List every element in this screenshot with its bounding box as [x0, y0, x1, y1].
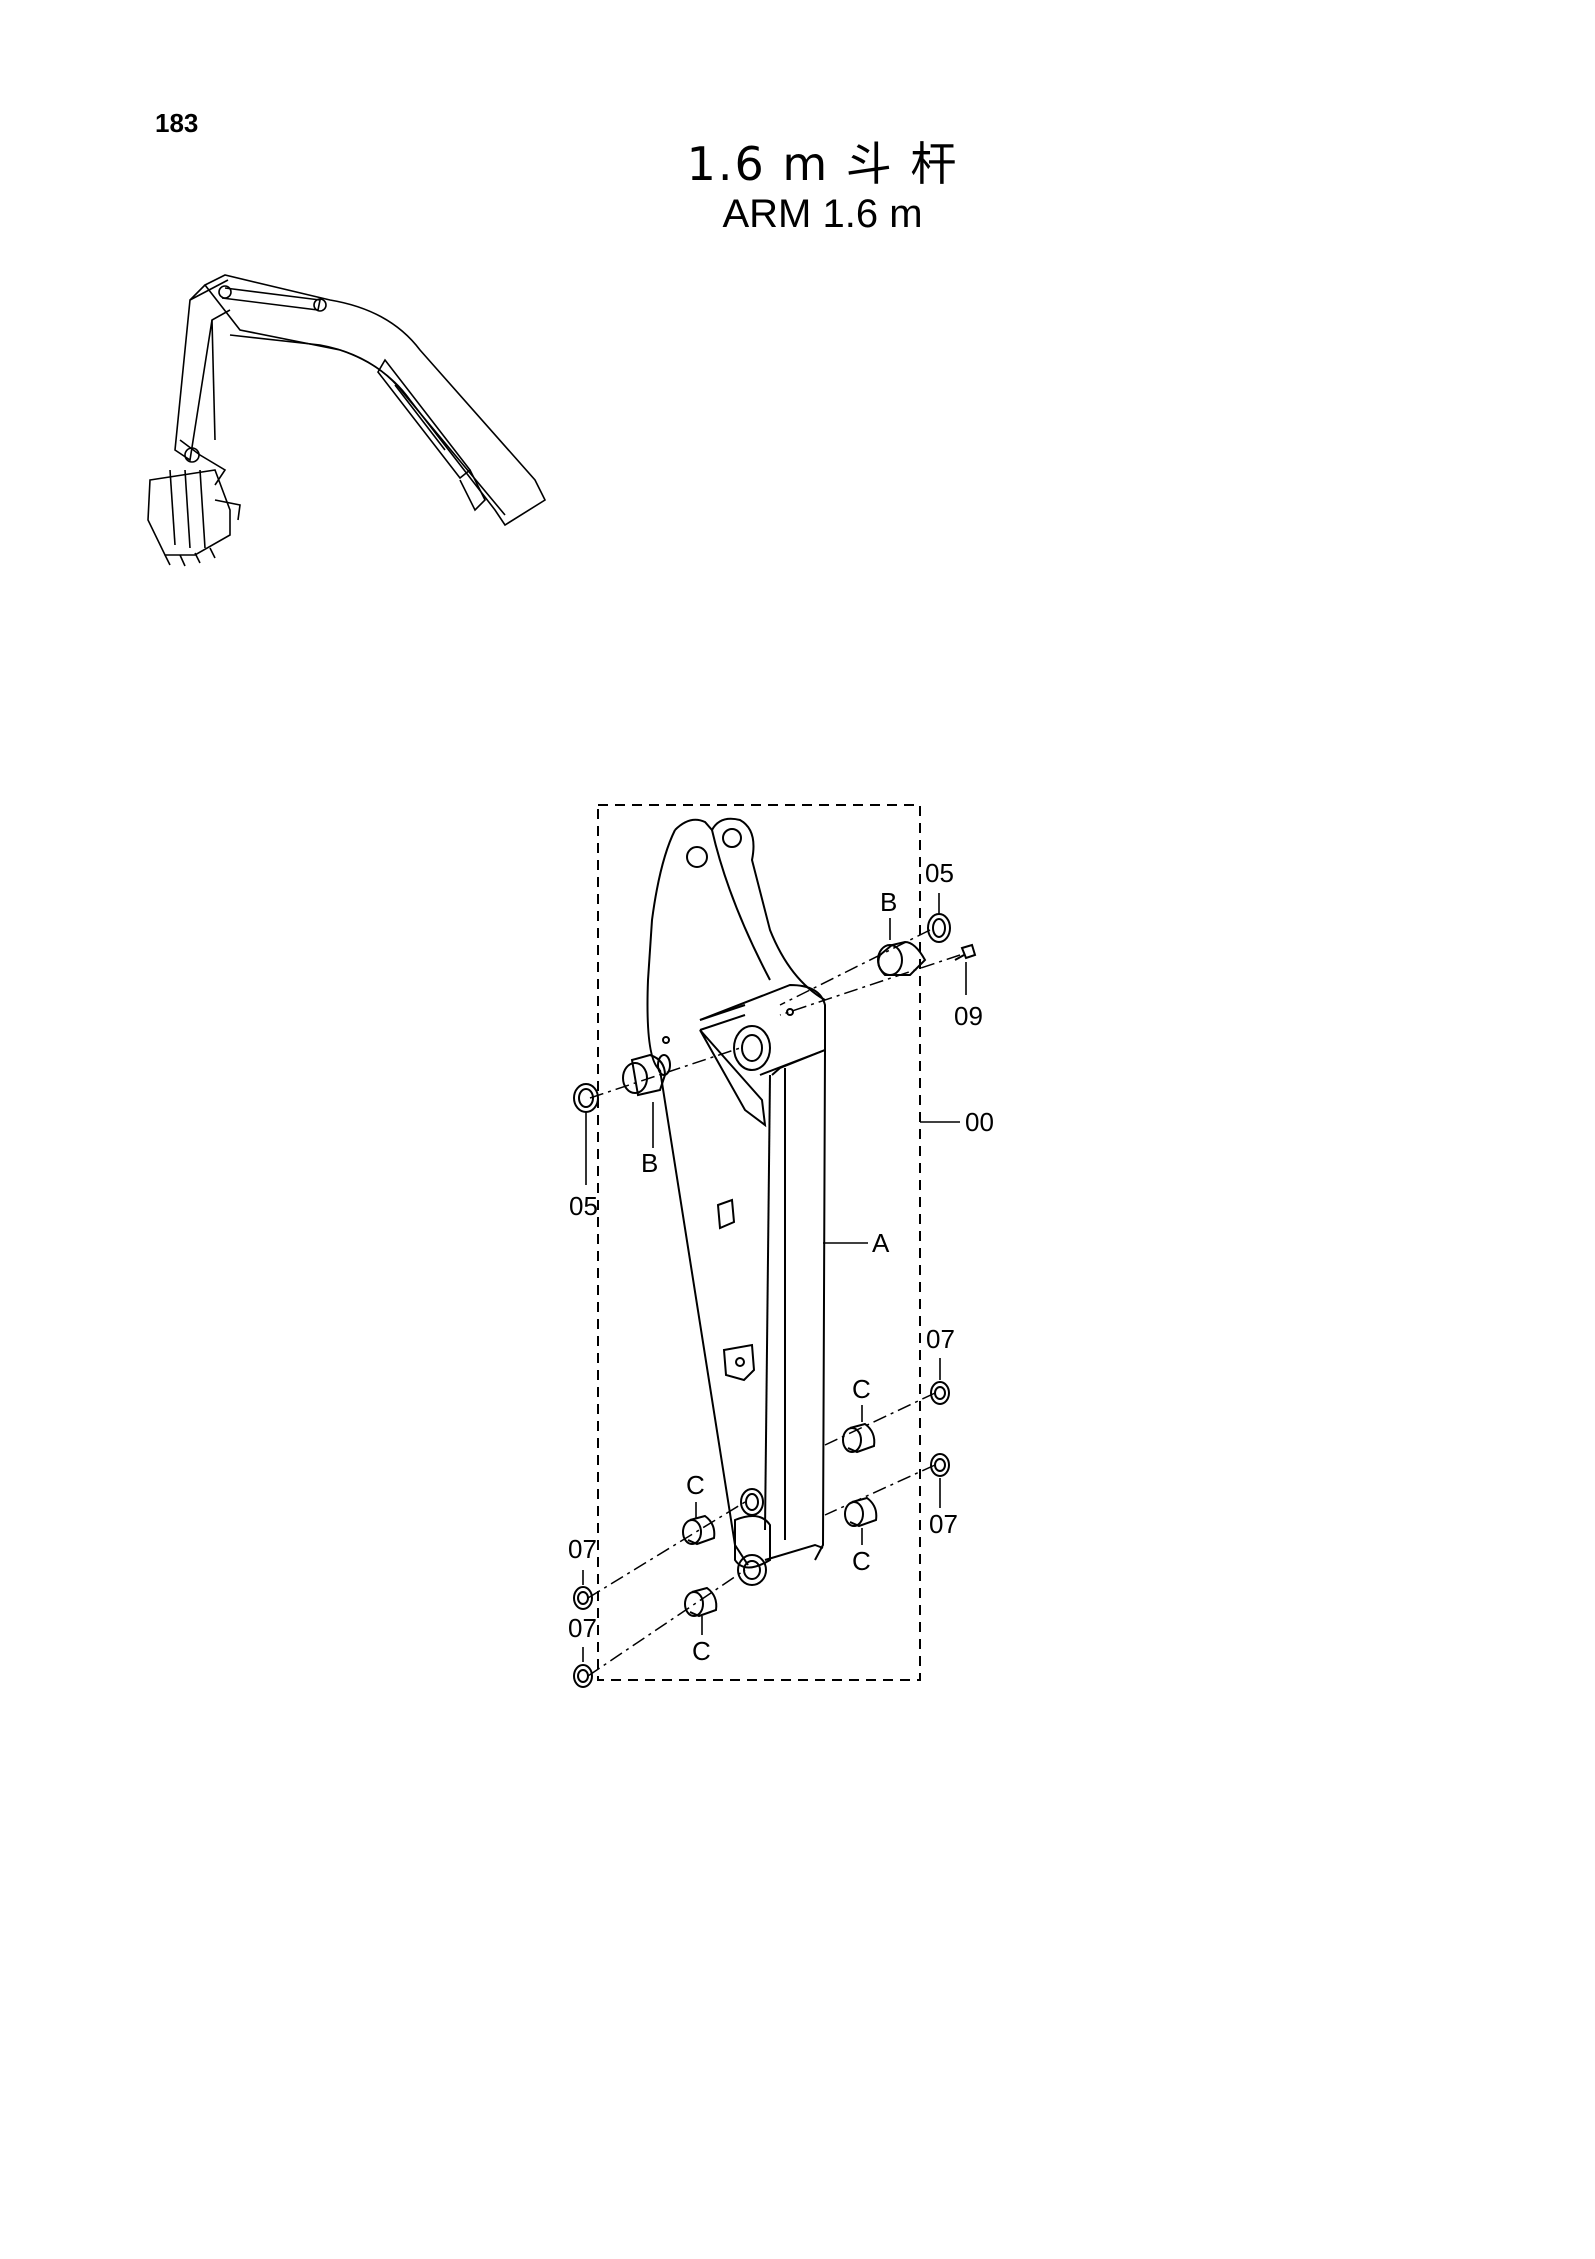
bushing-C-1	[842, 1422, 876, 1454]
assembly-center-lines	[587, 929, 961, 1677]
arm-body-part-A	[646, 817, 826, 1586]
callout-A: A	[872, 1228, 890, 1258]
bushing-C-3	[682, 1514, 716, 1546]
callout-B-lower: B	[641, 1148, 658, 1178]
callout-C-4: C	[692, 1636, 711, 1666]
page-number: 183	[155, 108, 199, 138]
bushing-C-2	[844, 1496, 878, 1528]
bushing-C-4	[684, 1586, 718, 1618]
callout-07-upper-right: 07	[926, 1324, 955, 1354]
callout-C-2: C	[852, 1546, 871, 1576]
bushing-B-lower	[622, 1053, 667, 1097]
title-chinese: 1.6 m 斗 杆	[686, 137, 959, 191]
callout-B-upper: B	[880, 887, 897, 917]
title-english: ARM 1.6 m	[722, 192, 923, 236]
callout-05-lower: 05	[569, 1191, 598, 1221]
seal-05-upper	[927, 913, 951, 943]
callout-00: 00	[965, 1107, 994, 1137]
leader-lines	[582, 893, 967, 1662]
excavator-attachment-illustration	[147, 274, 547, 567]
callout-07-lower-left: 07	[568, 1613, 597, 1643]
callout-C-1: C	[852, 1374, 871, 1404]
callout-05-upper: 05	[925, 858, 954, 888]
bushing-B-upper	[877, 940, 927, 976]
callout-07-lower-right: 07	[929, 1509, 958, 1539]
callout-C-3: C	[686, 1470, 705, 1500]
callout-07-upper-left: 07	[568, 1534, 597, 1564]
seal-05-lower	[573, 1083, 599, 1113]
assembly-boundary-box	[597, 804, 921, 1681]
grease-fitting-09	[954, 943, 977, 961]
callout-09: 09	[954, 1001, 983, 1031]
